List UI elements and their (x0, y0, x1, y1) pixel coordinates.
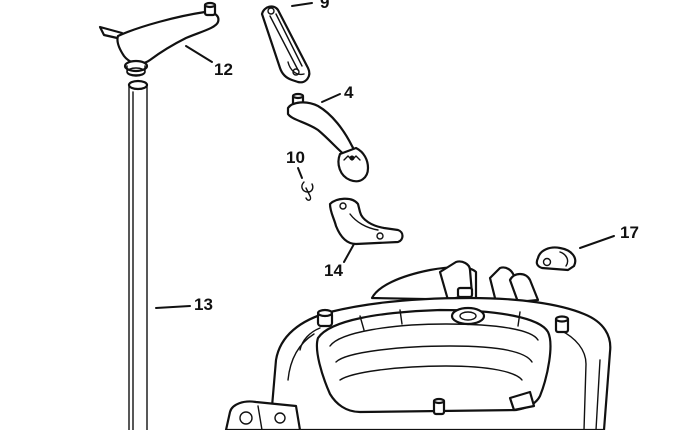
leader-10 (297, 167, 303, 179)
leader-9 (291, 2, 313, 7)
callout-4: 4 (344, 83, 354, 102)
callout-12: 12 (214, 60, 233, 79)
part-13-shift-rod (127, 79, 149, 430)
leader-4 (321, 93, 341, 103)
part-4-shift-arm (286, 92, 370, 183)
callout-10: 10 (286, 148, 305, 167)
leader-12 (185, 45, 213, 63)
leader-14 (343, 243, 355, 263)
part-10-clip (301, 181, 314, 201)
part-9-link (260, 5, 311, 84)
leader-17 (579, 235, 615, 249)
callout-14: 14 (324, 261, 343, 280)
callout-9: 9 (320, 0, 329, 12)
leader-lines (155, 2, 615, 309)
callout-13: 13 (194, 295, 213, 314)
part-17-clamp (535, 246, 577, 272)
part-14-bracket (328, 197, 404, 246)
part-12-shift-lever (98, 1, 220, 77)
lower-housing (224, 260, 612, 430)
leader-13 (155, 305, 191, 309)
callout-17: 17 (620, 223, 639, 242)
